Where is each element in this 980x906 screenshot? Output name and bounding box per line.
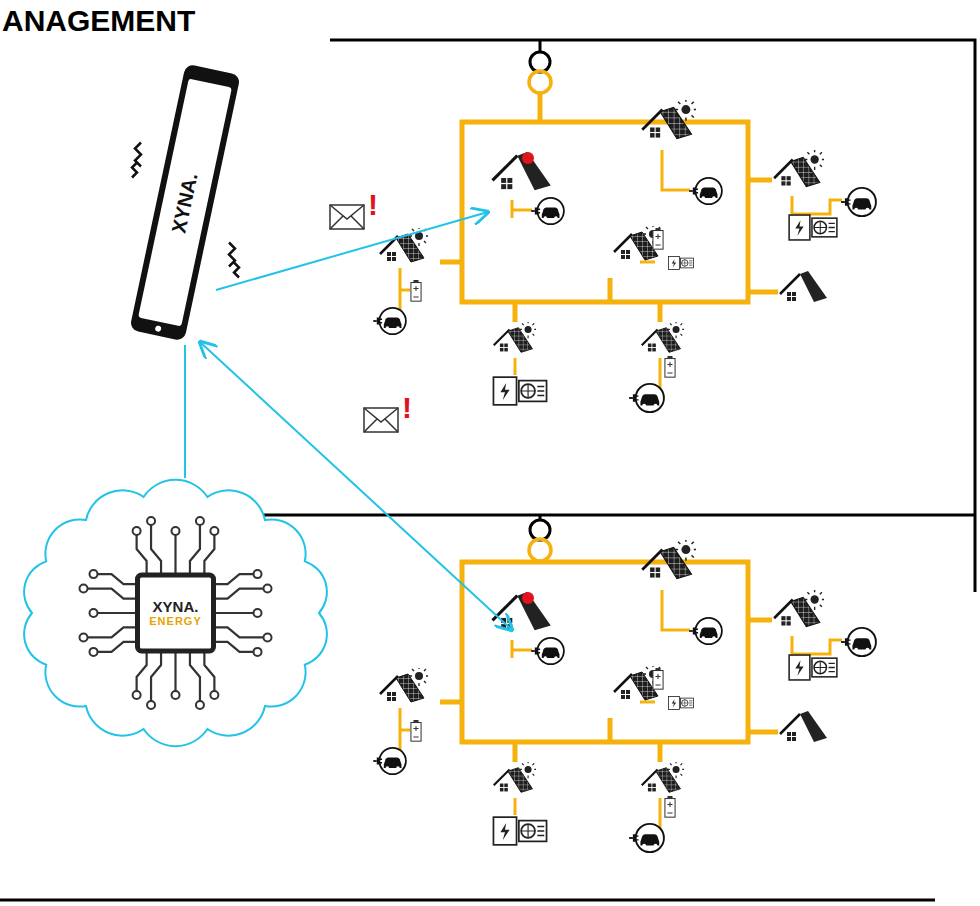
circuit-pads [90,648,98,656]
phone-body [138,79,232,327]
circuit-pads [196,517,204,525]
power-line [255,514,975,517]
node-text: XYNA. [153,599,199,616]
circuit-pads [264,585,272,593]
circuit-traces [204,535,214,575]
phone-body [129,64,240,342]
transformer-symbol [538,93,543,122]
circuit-pads [254,648,262,656]
alert-mark: ! [368,190,378,220]
transformer-symbol [529,52,551,562]
circuit-pads [172,527,180,535]
phone-body [129,64,240,342]
envelope-icon [330,205,364,229]
circuit-traces [98,642,138,652]
circuit-pads [133,691,141,699]
circuit-traces [174,651,176,691]
chip-body [138,575,214,651]
circuit-pads [172,691,180,699]
phone-node: XYNA. [135,60,235,345]
circuit-pads [254,609,262,617]
envelope-icon [330,205,398,432]
circuit-pads [147,701,155,709]
circuit-traces [214,642,254,652]
power-line [539,40,542,520]
transformer-symbol [530,52,550,72]
transformer-symbol [538,561,543,562]
envelope-icon [330,205,364,229]
connector-line [184,345,186,478]
circuit-pads [264,633,272,641]
alert-arrow [216,212,488,290]
transformer-symbol [529,71,551,93]
circuit-traces [190,525,200,575]
circuit-traces [137,651,147,691]
circuit-traces [98,612,138,614]
power-line [0,899,935,902]
circuit-traces [88,525,264,701]
circuit-pads [80,585,88,593]
circuit-pads [80,633,88,641]
circuit-pads [90,570,98,578]
circuit-traces [204,651,214,691]
circuit-pads [210,527,218,535]
circuit-traces [214,612,254,614]
circuit-pads [90,609,98,617]
alert-mark: ! [402,393,412,423]
circuit-pads [147,517,155,525]
power-line [330,40,975,592]
circuit-pads [196,701,204,709]
vibration-marks [132,163,137,178]
circuit-traces [151,525,161,575]
circuit-traces [174,535,176,575]
circuit-pads [133,527,141,535]
circuit-traces [88,627,138,637]
circuit-pads [80,517,272,709]
circuit-pads [210,691,218,699]
envelope-icon [364,408,398,432]
circuit-traces [214,574,254,584]
circuit-traces [88,589,138,599]
cloud-outline [24,480,327,746]
transformer-symbol [530,520,550,540]
circuit-traces [214,589,264,599]
power-line [0,40,975,900]
vibration-marks [234,263,239,278]
envelope-icon [364,408,398,432]
microgrid [373,538,876,852]
vibration-marks [132,143,239,278]
circuit-traces [214,627,264,637]
page-title: ANAGEMENT [2,4,195,38]
circuit-traces [190,651,200,701]
phone-body [155,325,162,332]
circuit-traces [137,535,147,575]
text-wrap: XYNA.ENERGY [149,599,201,628]
circuit-traces [98,574,138,584]
microgrid [373,98,876,412]
cloud-node: XYNA.ENERGY [18,478,333,748]
circuit-traces [151,651,161,701]
transformer-symbol [529,539,551,561]
node-text: ENERGY [149,615,201,627]
circuit-pads [254,570,262,578]
